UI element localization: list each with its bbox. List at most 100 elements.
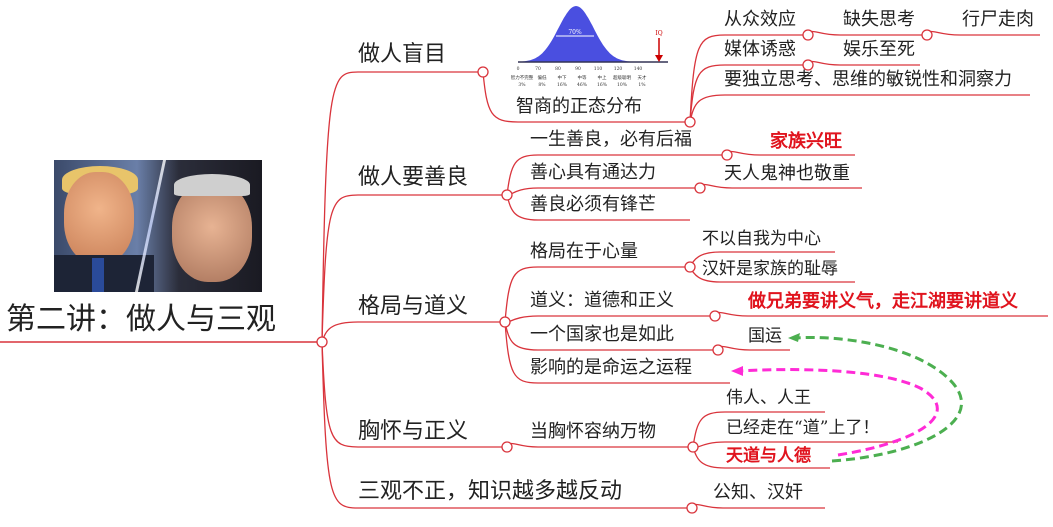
node-circle (709, 310, 721, 322)
root-topic[interactable]: 第二讲：做人与三观 (6, 302, 276, 337)
x-tick-label: 110 (594, 66, 603, 72)
node-walking-dead[interactable]: 行尸走肉 (962, 9, 1034, 30)
node-kindness-edge[interactable]: 善良必须有锋芒 (530, 194, 656, 215)
node-gods-respect[interactable]: 天人鬼神也敬重 (724, 163, 850, 184)
percent-label: 1% (638, 82, 646, 88)
node-circle (501, 189, 513, 201)
iq-marker-label: IQ (655, 30, 662, 37)
category-label: 天才 (638, 74, 647, 81)
x-tick-label: 90 (575, 66, 581, 72)
branch-kindness[interactable]: 做人要善良 (358, 165, 469, 190)
magenta-arrowhead (731, 366, 743, 376)
node-iq-distribution[interactable]: 智商的正态分布 (516, 96, 642, 117)
node-circle (694, 182, 706, 194)
node-circle (499, 316, 511, 328)
node-circle (684, 116, 696, 128)
iq-marker-head (655, 55, 663, 62)
node-family-prosper[interactable]: 家族兴旺 (770, 131, 842, 152)
node-amusing-to-death[interactable]: 娱乐至死 (843, 39, 915, 60)
node-circle (802, 59, 814, 71)
percent-label: 10% (617, 82, 628, 88)
photo-tie (92, 258, 104, 292)
branch-mind-justice[interactable]: 胸怀与正义 (358, 419, 469, 444)
category-label: 偏低 (538, 74, 547, 81)
node-herd-effect[interactable]: 从众效应 (724, 9, 796, 30)
node-morality-justice[interactable]: 道义：道德和正义 (530, 290, 674, 311)
node-fate-course[interactable]: 影响的是命运之运程 (530, 357, 692, 378)
node-great-man[interactable]: 伟人、人王 (726, 388, 811, 408)
connector-line (321, 341, 688, 509)
connector-line (504, 321, 713, 351)
node-traitor-shame[interactable]: 汉奸是家族的耻辱 (702, 259, 838, 279)
category-label: 智力不完整 (511, 74, 534, 81)
node-not-self-centered[interactable]: 不以自我为中心 (702, 229, 821, 249)
node-circle (686, 502, 698, 514)
connector-line (321, 194, 502, 343)
node-independent-thinking[interactable]: 要独立思考、思维的敏锐性和洞察力 (724, 69, 1012, 90)
node-on-the-way[interactable]: 已经走在“道”上了！ (726, 418, 880, 438)
category-label: 中等 (578, 74, 587, 81)
connector-line (714, 311, 1048, 317)
node-circle (802, 29, 814, 41)
connector-line (504, 321, 730, 384)
node-circle (721, 149, 733, 161)
x-tick-label: 80 (555, 66, 561, 72)
x-tick-label: 70 (535, 66, 541, 72)
connector-line (506, 442, 688, 448)
bell-curve-area (518, 6, 653, 62)
connector-line (689, 94, 1030, 123)
connector-line (689, 34, 803, 123)
node-public-intellectual[interactable]: 公知、汉奸 (713, 482, 803, 503)
branch-vision-righteousness[interactable]: 格局与道义 (358, 294, 469, 319)
portrait-photo (54, 160, 262, 292)
x-tick-label: 0 (517, 66, 520, 72)
node-embrace-all[interactable]: 当胸怀容纳万物 (530, 421, 656, 442)
node-lifelong-kindness[interactable]: 一生善良，必有后福 (530, 129, 692, 150)
node-heaven-virtue[interactable]: 天道与人德 (726, 446, 811, 466)
percent-label: 16% (597, 82, 608, 88)
category-label: 超级聪明 (613, 74, 631, 81)
center-label: 70% (568, 29, 582, 36)
green-dashed-arrow (794, 336, 964, 463)
node-brotherhood[interactable]: 做兄弟要讲义气，走江湖要讲道义 (748, 291, 1018, 312)
connector-line (504, 315, 710, 323)
connector-line (926, 30, 1040, 36)
node-circle (712, 344, 724, 356)
connector-line (321, 321, 500, 343)
connector-line (717, 345, 790, 351)
node-kindness-power[interactable]: 善心具有通达力 (530, 162, 656, 183)
photo-hair-right (174, 174, 250, 196)
category-label: 中上 (598, 74, 607, 81)
branch-wrong-values[interactable]: 三观不正，知识越多越反动 (358, 479, 623, 504)
node-circle (684, 261, 696, 273)
percent-label: 8% (538, 82, 546, 88)
category-label: 中下 (558, 74, 567, 81)
branch-blind[interactable]: 做人盲目 (358, 42, 447, 67)
node-circle (316, 336, 328, 348)
connector-line (691, 503, 825, 509)
connector-line (482, 71, 685, 123)
connector-line (321, 71, 478, 343)
percent-label: 46% (577, 82, 588, 88)
x-tick-label: 140 (634, 66, 643, 72)
percent-label: 3% (518, 82, 526, 88)
node-circle (477, 66, 489, 78)
node-lack-thinking[interactable]: 缺失思考 (843, 9, 915, 30)
connector-line (504, 266, 685, 323)
node-media-temptation[interactable]: 媒体诱惑 (724, 39, 796, 60)
node-circle (501, 441, 513, 453)
node-country-same[interactable]: 一个国家也是如此 (530, 324, 674, 345)
x-tick-label: 120 (614, 66, 623, 72)
photo-face-left (64, 172, 134, 264)
node-national-fate[interactable]: 国运 (748, 326, 782, 346)
node-vision-mind[interactable]: 格局在于心量 (530, 241, 638, 262)
node-circle (921, 29, 933, 41)
photo-face-right (172, 182, 252, 282)
connector-line (321, 341, 502, 448)
connector-line (807, 60, 920, 66)
percent-label: 16% (557, 82, 568, 88)
connector-line (689, 64, 803, 123)
